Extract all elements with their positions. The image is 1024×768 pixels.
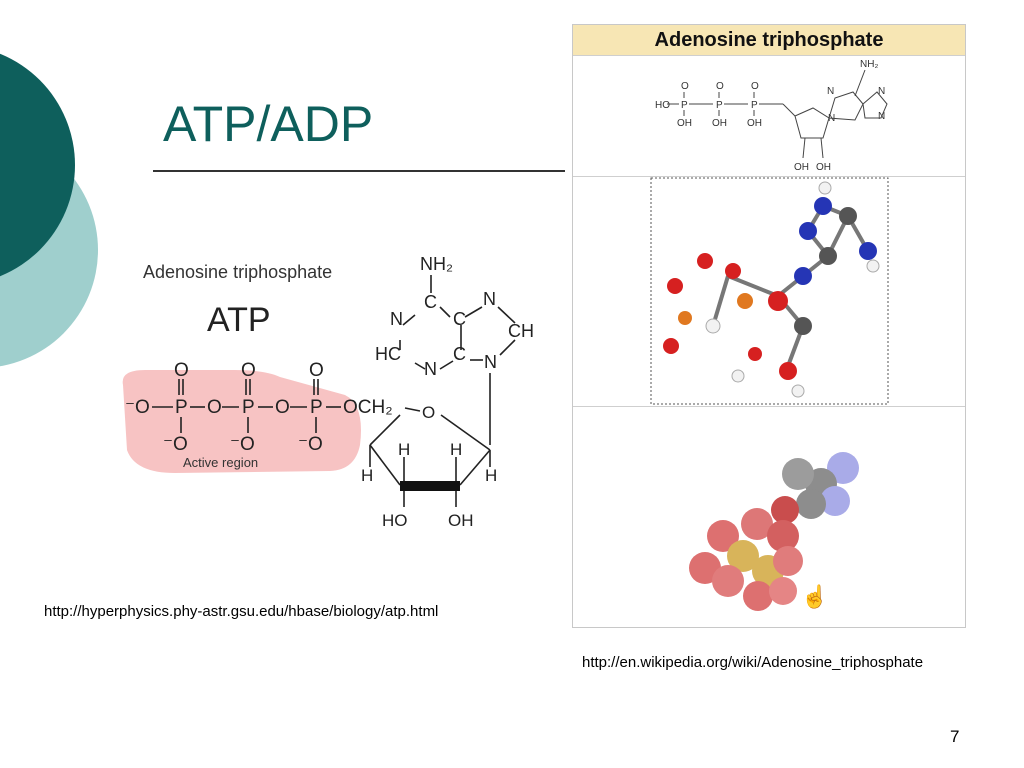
sk-o-3: O <box>751 81 759 92</box>
adenine-n-2: N <box>483 289 496 309</box>
wikipedia-infobox: Adenosine triphosphate O O O HO P P P OH… <box>572 24 966 628</box>
phosphate-o-top-2: O <box>241 360 256 381</box>
skeletal-formula: O O O HO P P P OH OH OH NH₂ N N N N OH O… <box>655 59 888 173</box>
slide-title: ATP/ADP <box>163 96 374 152</box>
ball-and-stick-model-cell <box>573 176 965 407</box>
infobox-header: Adenosine triphosphate <box>573 25 965 56</box>
bridge-o-1: O <box>207 397 222 418</box>
skeletal-formula-cell: O O O HO P P P OH OH OH NH₂ N N N N OH O… <box>573 56 965 177</box>
source-url-hyperphysics[interactable]: http://hyperphysics.phy-astr.gsu.edu/hba… <box>44 603 439 620</box>
sk-nh2: NH₂ <box>860 59 878 70</box>
och2-label: OCH₂ <box>343 397 393 418</box>
ribose-o: O <box>422 403 435 422</box>
ribose-oh: OH <box>448 511 474 530</box>
adenine-n-3: N <box>424 359 437 379</box>
phosphate-p-3: P <box>310 397 323 418</box>
sk-oh-ribose-2: OH <box>816 162 831 173</box>
ribose-h-2: H <box>398 440 410 459</box>
sk-n-1: N <box>827 86 834 97</box>
phosphate-o-top-1: O <box>174 360 189 381</box>
ball-and-stick-model <box>650 177 889 405</box>
ribose-ho: HO <box>382 511 408 530</box>
space-filling-model-cell: ☝ <box>573 406 965 628</box>
ribose-h-1: H <box>361 466 373 485</box>
dark-teal-circle <box>0 53 75 277</box>
phosphate-minus-o-left: ⁻O <box>125 397 150 418</box>
sk-o-1: O <box>681 81 689 92</box>
sk-p-3: P <box>751 100 758 111</box>
cursor-hand-icon: ☝ <box>801 583 828 610</box>
adenine-nh2: NH₂ <box>420 254 453 274</box>
ribose-bold-edge <box>400 481 460 491</box>
title-underline <box>153 170 565 172</box>
adenine-n-1: N <box>390 309 403 329</box>
adenine-c-1: C <box>424 292 437 312</box>
adenine-c-3: C <box>453 344 466 364</box>
ribose-h-3: H <box>450 440 462 459</box>
sk-oh-3: OH <box>747 118 762 129</box>
adenine-hc: HC <box>375 344 401 364</box>
space-filling-model: ☝ <box>689 452 859 611</box>
phosphate-minus-o-bottom-3: ⁻O <box>298 434 323 455</box>
source-url-wikipedia[interactable]: http://en.wikipedia.org/wiki/Adenosine_t… <box>582 654 924 671</box>
decorative-circles <box>0 53 98 367</box>
active-region-highlight <box>122 370 361 473</box>
phosphate-p-2: P <box>242 397 255 418</box>
atp-structure-diagram: Adenosine triphosphate ATP O O O ⁻O P O … <box>122 254 534 530</box>
sk-n-2: N <box>878 86 885 97</box>
sk-oh-1: OH <box>677 118 692 129</box>
phosphate-o-top-3: O <box>309 360 324 381</box>
sk-oh-2: OH <box>712 118 727 129</box>
phosphate-p-1: P <box>175 397 188 418</box>
atp-caption: Adenosine triphosphate <box>143 262 332 282</box>
adenine-n-4: N <box>484 352 497 372</box>
sk-o-2: O <box>716 81 724 92</box>
sk-ho: HO <box>655 100 670 111</box>
adenine-ch: CH <box>508 321 534 341</box>
atp-abbrev: ATP <box>207 301 271 339</box>
active-region-label: Active region <box>183 455 258 470</box>
phosphate-minus-o-bottom-2: ⁻O <box>230 434 255 455</box>
sk-p-2: P <box>716 100 723 111</box>
bridge-o-2: O <box>275 397 290 418</box>
phosphate-minus-o-bottom-1: ⁻O <box>163 434 188 455</box>
page-number: 7 <box>950 727 960 746</box>
sk-oh-ribose-1: OH <box>794 162 809 173</box>
ribose-h-4: H <box>485 466 497 485</box>
sk-p-1: P <box>681 100 688 111</box>
adenine-c-2: C <box>453 309 466 329</box>
